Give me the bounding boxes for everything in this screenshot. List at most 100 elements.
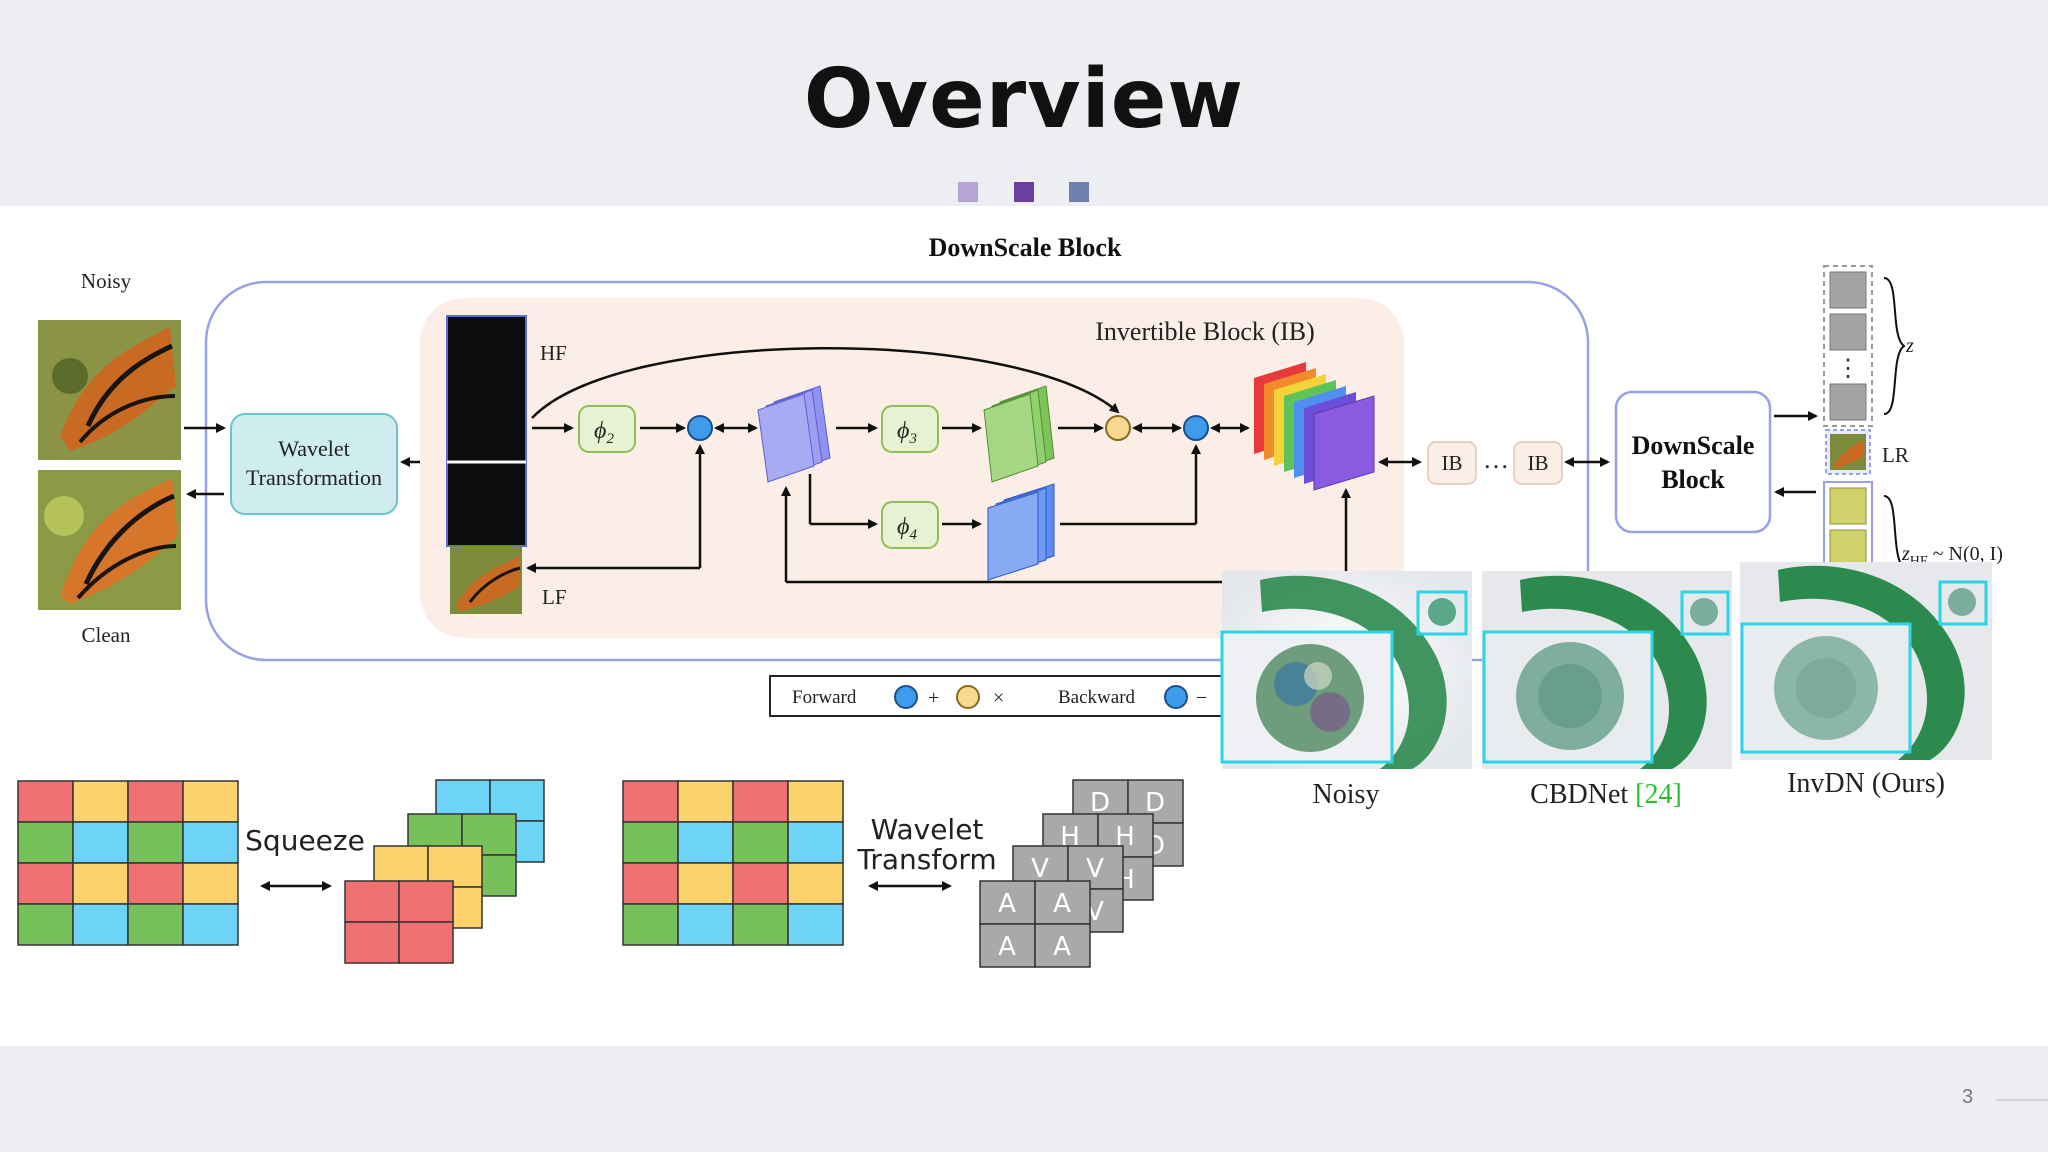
grid-cell [127, 862, 184, 905]
page-number: 3 [1962, 1086, 1974, 1108]
grid-cell [127, 780, 184, 823]
footer-strip [0, 1046, 2048, 1152]
downscale-block-title: DownScale Block [929, 233, 1122, 262]
grid-cell [72, 821, 129, 864]
noisy-butterfly-image [38, 320, 181, 460]
noisy-input-label: Noisy [81, 269, 132, 293]
grid-cell [677, 780, 734, 823]
grid-cell [787, 821, 844, 864]
lf-thumbnail [450, 546, 522, 614]
wavelet-layer-a-letter: A [998, 889, 1016, 919]
grid-cell [182, 862, 239, 905]
wavelet-layer-a-letter: A [1053, 889, 1071, 919]
overview-figure: DownScale Block Noisy Clean Wavelet Tran… [17, 233, 2003, 968]
z-label: z [1905, 335, 1914, 357]
svg-text:ϕ4: ϕ4 [897, 514, 917, 543]
wavelet-layer-v-letter: V [1031, 854, 1049, 884]
cbdnet-crop-marker [1680, 590, 1730, 636]
phi3-block [881, 405, 939, 453]
wavelet-layer-a-letter: A [1053, 932, 1071, 962]
grid-cell [732, 821, 789, 864]
blue-feature-stack-2 [987, 483, 1055, 581]
comparison-label-noisy: Noisy [1313, 779, 1380, 810]
grid-cell [677, 903, 734, 946]
wavelet-layer-d-letter: D [1145, 788, 1165, 818]
grid-cell [72, 862, 129, 905]
grid-cell [677, 821, 734, 864]
wavelet-input-grid [622, 780, 844, 946]
wavelet-layer-a-cell [1034, 923, 1091, 968]
grid-cell [182, 821, 239, 864]
legend-forward-label: Forward [792, 687, 857, 708]
grid-cell [182, 780, 239, 823]
wavelet-output-stack: DDDDHHHHVVVVAAAA [979, 779, 1184, 968]
add-node-1 [687, 415, 713, 441]
curved-skip-arrow [531, 347, 1120, 419]
squeeze-layer-3-cell [427, 845, 483, 888]
zhf-cell-2 [1829, 529, 1867, 567]
wavelet-layer-a-letter: A [998, 932, 1016, 962]
grid-cell [17, 780, 74, 823]
downscale-block-outline [204, 280, 1590, 662]
slide-title: Overview [803, 52, 1245, 147]
squeeze-label: Squeeze [245, 824, 365, 857]
grid-cell [787, 903, 844, 946]
squeeze-layer-4-cell [398, 921, 454, 964]
grid-cell [732, 780, 789, 823]
accent-square-1 [958, 182, 978, 202]
wavelet-layer-h-letter: H [1060, 822, 1080, 852]
ib-small-label-2: IB [1528, 451, 1549, 475]
comparison-invdn-panel [1740, 562, 1992, 760]
legend-backward-subtract-node [1164, 685, 1188, 709]
green-feature-stack [983, 385, 1055, 483]
wavelet-layer-a-cell [979, 923, 1036, 968]
invertible-block-title: Invertible Block (IB) [1095, 317, 1315, 346]
rainbow-feature-stack [1254, 362, 1375, 491]
noisy-crop-marker [1416, 590, 1468, 636]
legend-forward-op-2: × [993, 687, 1004, 709]
clean-butterfly-image [38, 470, 181, 610]
squeeze-layer-4-cell [344, 921, 400, 964]
squeeze-layer-4-cell [398, 880, 454, 923]
legend-forward-add-node [894, 685, 918, 709]
legend-forward-op-1: + [928, 687, 939, 709]
grid-cell [732, 903, 789, 946]
comparison-label-cbdnet: CBDNet [1530, 779, 1635, 810]
phi4-symbol: ϕ [897, 514, 909, 540]
grid-cell [787, 862, 844, 905]
svg-text:ϕ3: ϕ3 [897, 418, 917, 447]
svg-text:CBDNet [24]: CBDNet [24] [1530, 779, 1682, 810]
phi3-subscript: 3 [908, 431, 917, 447]
wavelet-box-line-2: Transformation [246, 465, 382, 490]
add-node-2 [1183, 415, 1209, 441]
wavelet-box-line-1: Wavelet [278, 436, 350, 461]
squeeze-input-grid [17, 780, 239, 946]
grid-cell [127, 821, 184, 864]
invdn-crop-marker [1938, 580, 1988, 626]
squeeze-layer-4-cell [344, 880, 400, 923]
z-cell-2 [1829, 313, 1867, 351]
wavelet-transform-label-2: Transform [856, 843, 996, 876]
grid-cell [17, 862, 74, 905]
zhf-distribution: ~ N(0, I) [1928, 543, 2003, 565]
zhf-cell-1 [1829, 487, 1867, 525]
phi4-block [881, 501, 939, 549]
phi3-symbol: ϕ [897, 418, 909, 444]
comparison-citation: [24] [1635, 779, 1682, 810]
ib-small-box-2 [1513, 441, 1563, 485]
ib-small-label-1: IB [1442, 451, 1463, 475]
legend-backward-op-1: − [1196, 687, 1207, 709]
comparison-label-invdn: InvDN (Ours) [1787, 768, 1945, 799]
ib-ellipsis: … [1483, 445, 1509, 474]
invertible-block-background [420, 298, 1404, 638]
grid-cell [732, 862, 789, 905]
lr-thumbnail [1830, 434, 1866, 470]
hf-feature-stack [446, 315, 527, 547]
wavelet-layer-v-letter: V [1086, 854, 1104, 884]
grid-cell [787, 780, 844, 823]
grid-cell [622, 862, 679, 905]
downscale-box-line-2: Block [1661, 465, 1725, 494]
hf-label: HF [540, 341, 567, 365]
grid-cell [17, 903, 74, 946]
phi4-subscript: 4 [909, 527, 917, 543]
